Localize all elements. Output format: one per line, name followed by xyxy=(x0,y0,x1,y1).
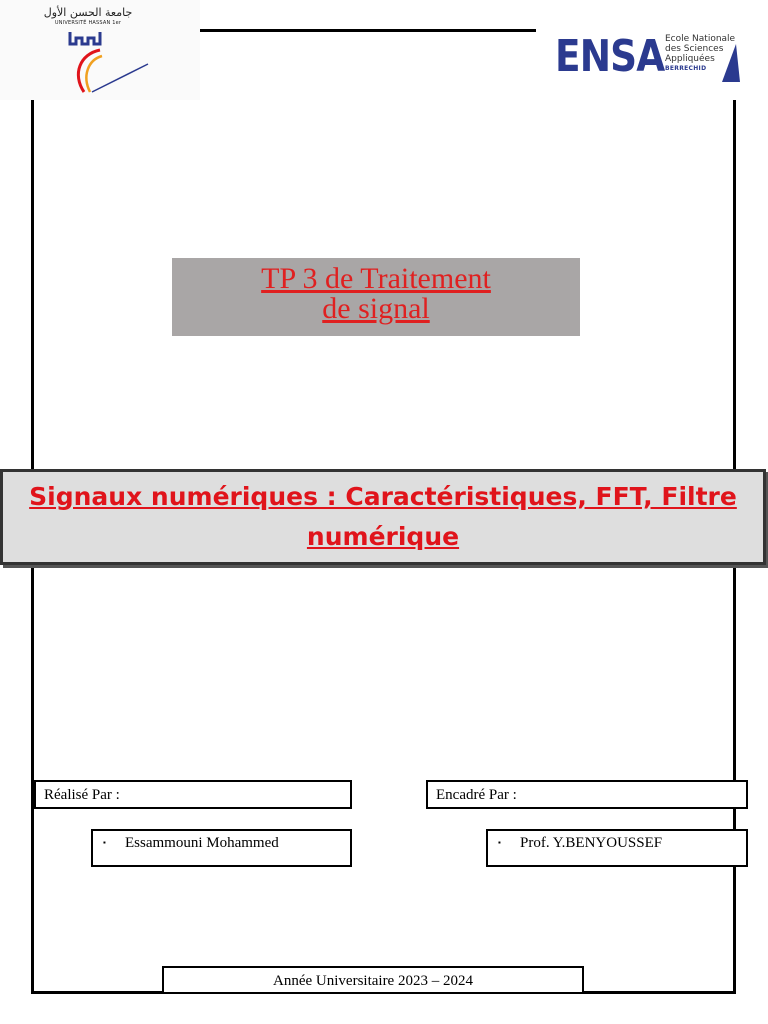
ensa-acronym: ENSA xyxy=(555,31,665,82)
ensa-arrow-icon xyxy=(722,44,740,82)
subject-line-1: Signaux numériques : Caractéristiques, F… xyxy=(29,482,737,511)
tp-title-line-1: TP 3 de Traitement xyxy=(261,262,491,295)
academic-year: Année Universitaire 2023 – 2024 xyxy=(273,973,473,989)
ensa-name-line-2: des Sciences xyxy=(665,44,724,54)
ensa-school-name: Ecole Nationale des Sciences Appliquées … xyxy=(665,34,735,74)
ensa-logo: ENSA Ecole Nationale des Sciences Appliq… xyxy=(553,30,748,86)
university-arabic-name: جامعة الحسن الأول xyxy=(43,6,133,19)
ensa-name-line-1: Ecole Nationale xyxy=(665,34,736,44)
realise-par-label: Réalisé Par : xyxy=(44,787,120,803)
encadre-par-label: Encadré Par : xyxy=(436,787,517,803)
ensa-city: BERRECHID xyxy=(665,65,707,72)
student-name-box: ▪ Essammouni Mohammed xyxy=(91,829,352,867)
subject-line-2: numérique xyxy=(306,522,460,551)
frame-top-border xyxy=(200,29,536,32)
supervisor-name: Prof. Y.BENYOUSSEF xyxy=(520,835,663,851)
ensa-name-line-3: Appliquées xyxy=(665,54,715,64)
university-logo: جامعة الحسن الأول UNIVERSITÉ HASSAN 1er xyxy=(0,0,200,100)
encadre-par-label-box: Encadré Par : xyxy=(426,780,748,809)
student-bullet-icon: ▪ xyxy=(103,838,106,847)
subject-banner: Signaux numériques : Caractéristiques, F… xyxy=(0,469,766,565)
realise-par-label-box: Réalisé Par : xyxy=(34,780,352,809)
tp-title-box: TP 3 de Traitement de signal xyxy=(172,258,580,336)
supervisor-bullet-icon: ▪ xyxy=(498,838,501,847)
tp-title-line-2: de signal xyxy=(322,292,430,325)
supervisor-name-box: ▪ Prof. Y.BENYOUSSEF xyxy=(486,829,748,867)
university-latin-name: UNIVERSITÉ HASSAN 1er xyxy=(54,20,122,26)
student-name: Essammouni Mohammed xyxy=(125,835,279,851)
academic-year-box: Année Universitaire 2023 – 2024 xyxy=(162,966,584,994)
university-emblem-icon xyxy=(68,32,149,93)
